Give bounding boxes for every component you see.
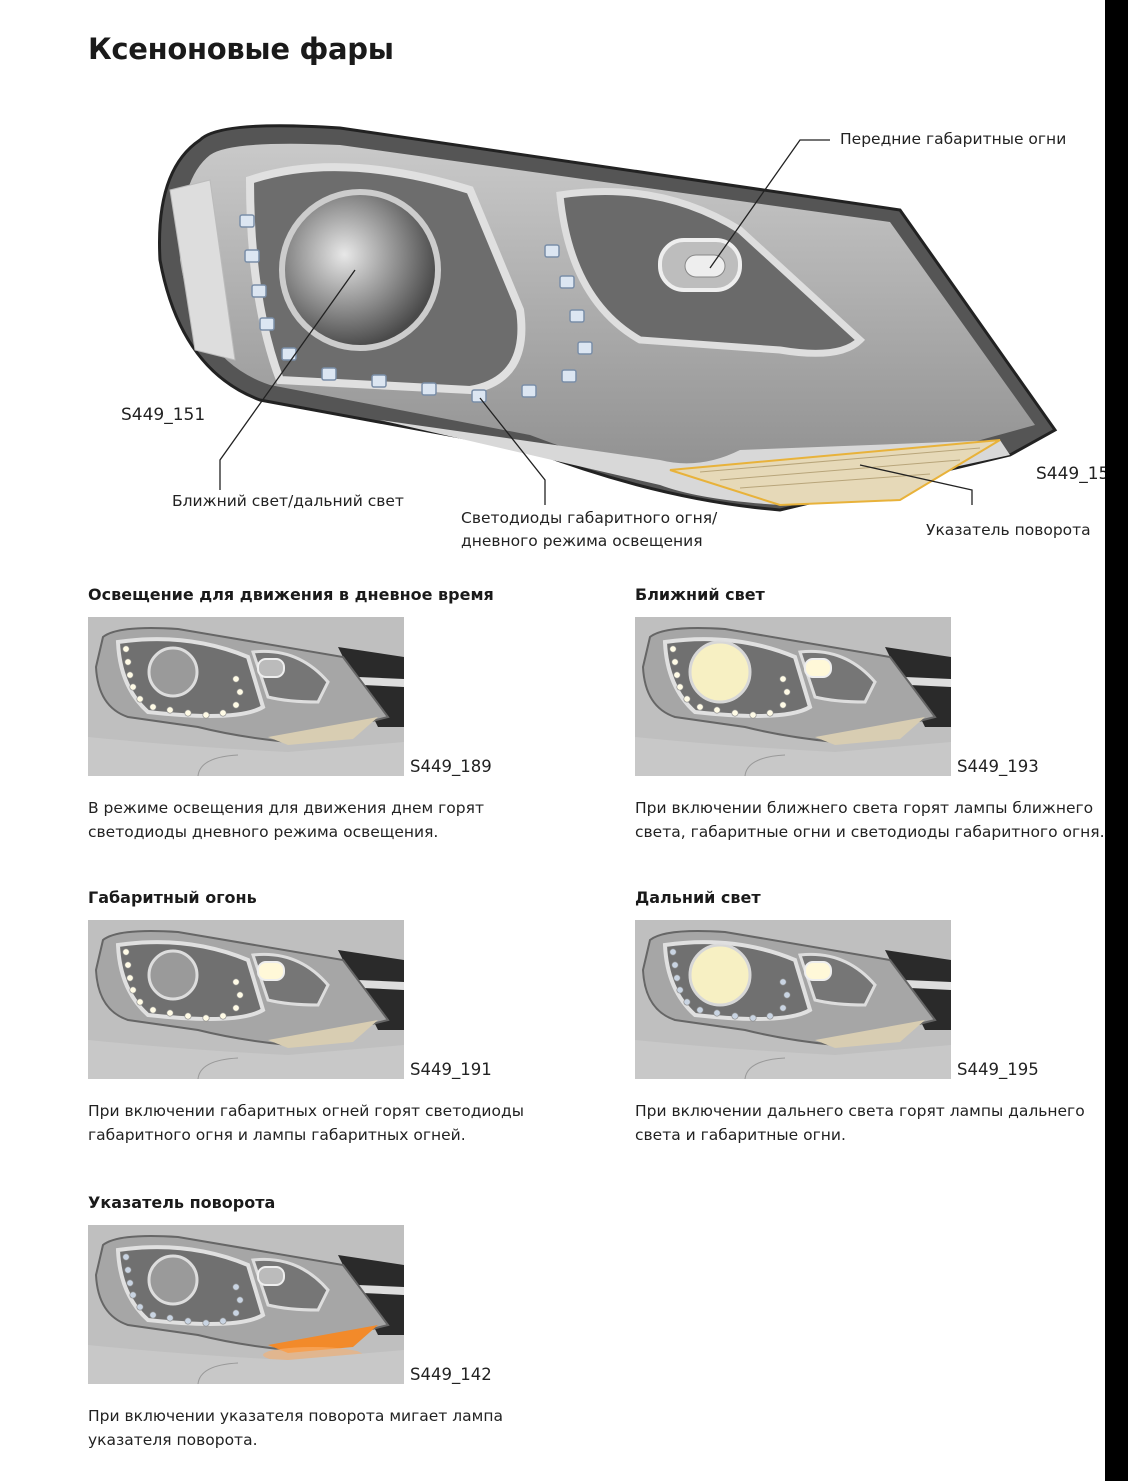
section-heading: Габаритный огонь: [88, 888, 257, 907]
label-led-line1: Светодиоды габаритного огня/: [461, 509, 718, 527]
figure-code: S449_195: [957, 1060, 1039, 1079]
section-heading: Освещение для движения в дневное время: [88, 585, 494, 604]
headlight-diagram: [140, 100, 1105, 560]
screen-edge: [1105, 0, 1128, 1481]
figure-code: S449_151: [121, 405, 206, 425]
section-caption: При включении ближнего света горят лампы…: [635, 799, 1105, 841]
section-parking: Габаритный огонь S449_191 При включении …: [88, 888, 568, 1147]
section-heading: Ближний свет: [635, 585, 765, 604]
section-low: Ближний свет S449_193 При включении ближ…: [635, 585, 1115, 844]
headlight-thumbnail: [635, 920, 951, 1079]
figure-code: S449_191: [410, 1060, 492, 1079]
figure-code: S449_193: [957, 757, 1039, 776]
label-front-parking-lights: Передние габаритные огни: [840, 130, 1067, 148]
section-caption: При включении габаритных огней горят све…: [88, 1102, 524, 1144]
page-title: Ксеноновые фары: [88, 32, 394, 66]
figure-code: S449_142: [410, 1365, 492, 1384]
headlight-thumbnail: [88, 1225, 404, 1384]
headlight-thumbnail: [635, 617, 951, 776]
section-heading: Дальний свет: [635, 888, 761, 907]
figure-code: S449_189: [410, 757, 492, 776]
label-led-line2: дневного режима освещения: [461, 532, 703, 550]
section-heading: Указатель поворота: [88, 1193, 276, 1212]
headlight-illustration: [158, 124, 1058, 512]
label-low-high-beam: Ближний свет/дальний свет: [172, 492, 404, 510]
label-turn-signal: Указатель поворота: [926, 521, 1091, 539]
section-drl: Освещение для движения в дневное время S…: [88, 585, 568, 844]
section-high: Дальний свет S449_195 При включении даль…: [635, 888, 1115, 1147]
section-caption: В режиме освещения для движения днем гор…: [88, 799, 484, 841]
section-caption: При включении дальнего света горят лампы…: [635, 1102, 1085, 1144]
section-caption: При включении указателя поворота мигает …: [88, 1407, 503, 1449]
headlight-thumbnail: [88, 920, 404, 1079]
headlight-thumbnail: [88, 617, 404, 776]
figure-code: S449_15: [1036, 464, 1110, 484]
section-turn: Указатель поворота S449_142 При включени…: [88, 1193, 568, 1452]
